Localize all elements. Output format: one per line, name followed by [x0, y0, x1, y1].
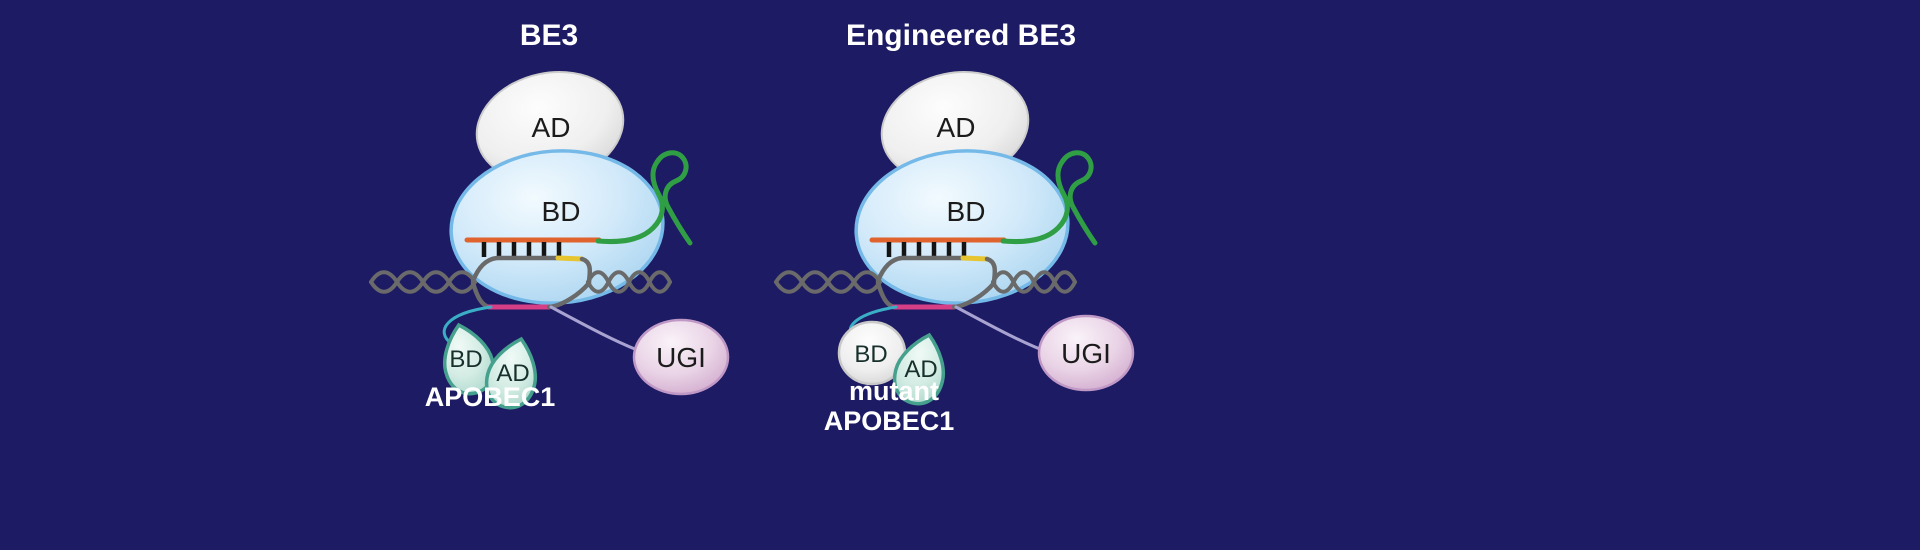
- panel-engineered-be3: Engineered BE3 AD: [776, 19, 1135, 436]
- apobec-name: APOBEC1: [425, 382, 556, 412]
- apobec-bd-label: BD: [854, 341, 887, 368]
- apobec-ad-label: AD: [904, 356, 937, 383]
- apobec-name-line1: mutant: [849, 376, 939, 406]
- apobec-ad-label: AD: [496, 360, 529, 387]
- ugi-label: UGI: [656, 342, 706, 373]
- cas9-bd-label: BD: [542, 196, 581, 227]
- apobec-name-line2: APOBEC1: [824, 406, 955, 436]
- sgrna-scaffold-loop: [595, 150, 693, 246]
- apobec-bd-label: BD: [449, 346, 482, 373]
- panel-title: Engineered BE3: [846, 19, 1076, 52]
- target-strand: [875, 255, 966, 284]
- cas9-ad-label: AD: [937, 112, 976, 143]
- sgrna-scaffold-loop: [1000, 150, 1098, 246]
- ugi-label: UGI: [1061, 338, 1111, 369]
- ugi-shape: [1037, 314, 1135, 392]
- cas9-ad-label: AD: [532, 112, 571, 143]
- panel-be3: BE3 AD: [371, 19, 730, 415]
- pam-segment: [960, 255, 990, 262]
- cas9-bd-label: BD: [947, 196, 986, 227]
- base-pair-ticks: [886, 242, 967, 257]
- pam-segment: [555, 255, 585, 262]
- base-pair-ticks: [481, 242, 562, 257]
- panel-title: BE3: [520, 19, 578, 52]
- apobec-linker-line: [442, 305, 493, 346]
- ugi-shape: [632, 318, 730, 396]
- target-strand: [470, 255, 561, 284]
